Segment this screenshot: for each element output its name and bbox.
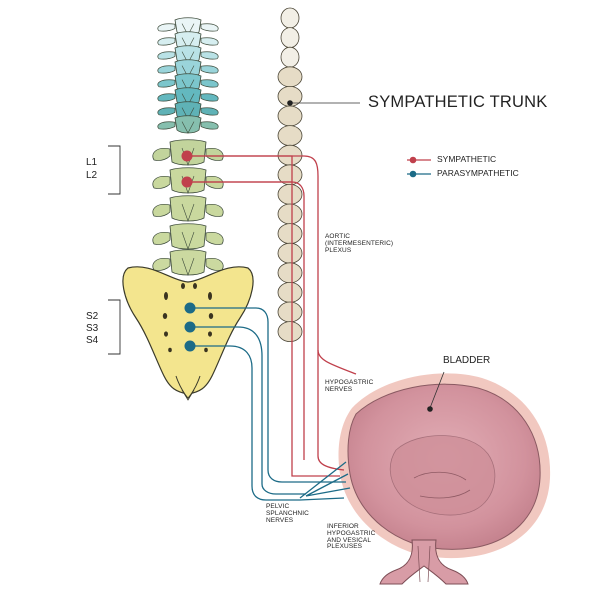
vertebra bbox=[152, 249, 224, 276]
inferior-plexuses-label: INFERIOR HYPOGASTRIC AND VESICAL PLEXUSE… bbox=[327, 523, 376, 551]
bladder-leader-line bbox=[429, 371, 445, 409]
trunk-ganglion bbox=[277, 223, 303, 245]
pelvic-splanchnic-label: PELVIC SPLANCHNIC NERVES bbox=[266, 503, 309, 524]
s3-origin-dot bbox=[184, 321, 196, 333]
vertebral-column bbox=[152, 17, 224, 276]
trunk-ganglion bbox=[277, 144, 303, 166]
trunk-ganglion bbox=[277, 66, 303, 88]
trunk-ganglion bbox=[277, 262, 303, 284]
vertebra bbox=[152, 195, 224, 222]
sympathetic-nerves bbox=[187, 155, 357, 477]
aortic-plexus-label: AORTIC (INTERMESENTERIC) PLEXUS bbox=[325, 233, 394, 254]
legend-markers bbox=[407, 156, 431, 178]
leader-lines bbox=[290, 102, 445, 409]
s2-origin-dot bbox=[184, 302, 196, 314]
inferior-plexuses-line-2: HYPOGASTRIC bbox=[327, 529, 376, 537]
vertebra bbox=[157, 45, 219, 64]
pelvic-splanchnic-s4 bbox=[190, 345, 300, 501]
inferior-plexuses-line-1: INFERIOR bbox=[327, 523, 359, 530]
aortic-plexus-line-1: AORTIC bbox=[325, 233, 351, 240]
sympathetic-trunk-chain bbox=[277, 7, 303, 343]
hypogastric-nerve-fiber bbox=[317, 350, 345, 471]
lumbar-bracket bbox=[108, 145, 121, 195]
bladder-label: BLADDER bbox=[443, 355, 491, 366]
trunk-ganglion bbox=[277, 203, 303, 225]
pelvic-splanchnic-line-2: SPLANCHNIC bbox=[266, 509, 309, 517]
hypogastric-line-1: HYPOGASTRIC bbox=[325, 379, 374, 386]
vertebra bbox=[157, 101, 219, 120]
segment-l1-label: L1 bbox=[86, 157, 98, 168]
pelvic-splanchnic-s2 bbox=[190, 307, 346, 483]
trunk-ganglion bbox=[277, 281, 303, 303]
hypogastric-nerves-label: HYPOGASTRIC NERVES bbox=[325, 379, 374, 394]
bladder-pointer-dot bbox=[427, 406, 433, 412]
vertebra bbox=[157, 115, 219, 134]
l1-origin-dot bbox=[181, 150, 193, 162]
trunk-ganglion bbox=[277, 242, 303, 264]
trunk-ganglion bbox=[277, 183, 303, 205]
pelvic-splanchnic-line-3: NERVES bbox=[266, 516, 294, 524]
s4-origin-dot bbox=[184, 340, 196, 352]
trunk-ganglion bbox=[277, 105, 303, 127]
pelvic-splanchnic-s3 bbox=[190, 326, 306, 495]
vertebra bbox=[157, 59, 219, 78]
sacrum bbox=[122, 266, 254, 401]
spine bbox=[152, 17, 224, 276]
segment-s2-label: S2 bbox=[86, 311, 99, 322]
trunk-ganglion bbox=[280, 27, 300, 48]
legend-sympathetic-dot bbox=[409, 156, 417, 164]
segment-s3-label: S3 bbox=[86, 323, 99, 334]
vertebra bbox=[157, 17, 219, 36]
trunk-ganglion bbox=[277, 125, 303, 147]
vesical-plexus-fibers bbox=[299, 461, 351, 501]
aortic-plexus-line-3: PLEXUS bbox=[325, 246, 352, 254]
trunk-ganglion bbox=[280, 46, 300, 68]
parasympathetic-nerves bbox=[190, 307, 351, 501]
bladder-organ bbox=[338, 373, 551, 585]
trunk-ganglion bbox=[280, 7, 300, 29]
sympathetic-trunk-label: SYMPATHETIC TRUNK bbox=[368, 93, 548, 111]
pelvic-splanchnic-line-1: PELVIC bbox=[266, 503, 290, 510]
legend-parasympathetic-dot bbox=[409, 170, 417, 178]
trunk-ganglion bbox=[277, 321, 303, 343]
legend-sympathetic-label: SYMPATHETIC bbox=[437, 154, 497, 164]
vertebra bbox=[152, 223, 224, 250]
inferior-plexuses-line-4: PLEXUSES bbox=[327, 543, 363, 551]
hypogastric-line-2: NERVES bbox=[325, 385, 353, 393]
vertebra bbox=[157, 87, 219, 106]
vertebra bbox=[157, 73, 219, 92]
trunk-ganglion bbox=[277, 301, 303, 323]
legend-parasympathetic-label: PARASYMPATHETIC bbox=[437, 168, 519, 178]
segment-l2-label: L2 bbox=[86, 170, 98, 181]
l2-origin-dot bbox=[181, 176, 193, 188]
aortic-plexus-line-2: (INTERMESENTERIC) bbox=[325, 239, 394, 247]
sacral-bracket bbox=[108, 299, 121, 355]
aortic-plexus-fiber bbox=[187, 155, 357, 375]
inferior-plexuses-line-3: AND VESICAL bbox=[327, 536, 372, 544]
segment-s4-label: S4 bbox=[86, 335, 99, 346]
trunk-pointer-dot bbox=[287, 100, 293, 106]
sympathetic-descending-fiber bbox=[187, 181, 305, 460]
